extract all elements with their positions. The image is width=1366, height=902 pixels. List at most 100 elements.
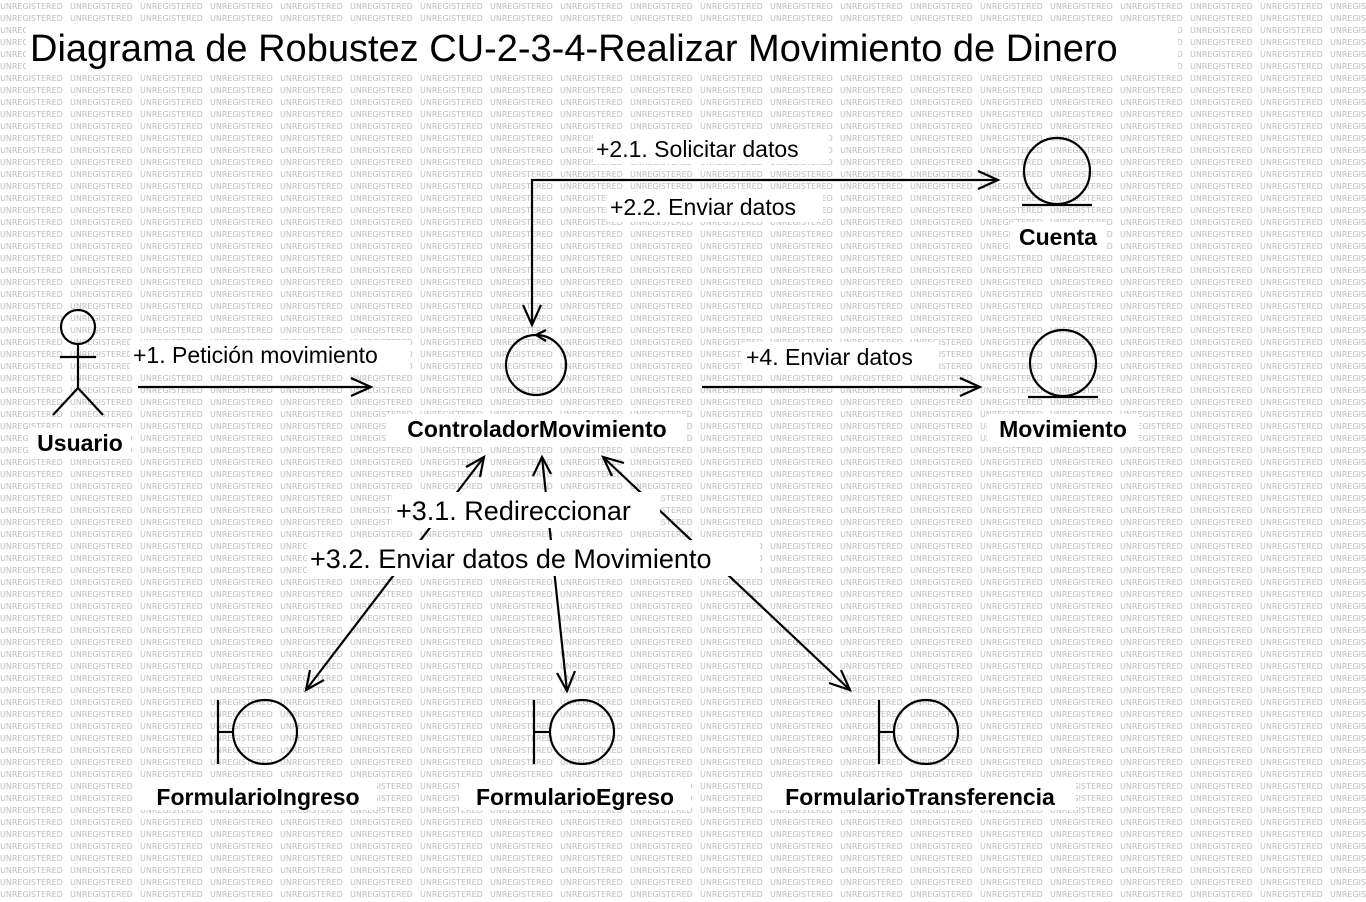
watermark-text: UNREGISTERED xyxy=(700,518,763,527)
watermark-text: UNREGISTERED xyxy=(420,722,483,731)
watermark-text: UNREGISTERED xyxy=(700,866,763,875)
watermark-text: UNREGISTERED xyxy=(770,542,833,551)
watermark-text: UNREGISTERED xyxy=(70,746,133,755)
watermark-text: UNREGISTERED xyxy=(490,2,553,11)
watermark-text: UNREGISTERED xyxy=(1330,602,1366,611)
watermark-text: UNREGISTERED xyxy=(980,830,1043,839)
watermark-text: UNREGISTERED xyxy=(910,674,973,683)
watermark-text: UNREGISTERED xyxy=(70,194,133,203)
watermark-text: UNREGISTERED xyxy=(1260,830,1323,839)
watermark-text: UNREGISTERED xyxy=(490,110,553,119)
watermark-text: UNREGISTERED xyxy=(280,722,343,731)
watermark-text: UNREGISTERED xyxy=(1190,362,1253,371)
watermark-text: UNREGISTERED xyxy=(70,134,133,143)
watermark-text: UNREGISTERED xyxy=(1120,314,1183,323)
watermark-text: UNREGISTERED xyxy=(420,662,483,671)
watermark-text: UNREGISTERED xyxy=(280,698,343,707)
watermark-text: UNREGISTERED xyxy=(1120,398,1183,407)
watermark-text: UNREGISTERED xyxy=(980,326,1043,335)
watermark-text: UNREGISTERED xyxy=(0,614,63,623)
watermark-text: UNREGISTERED xyxy=(560,818,623,827)
watermark-text: UNREGISTERED xyxy=(140,854,203,863)
boundary-formulariotransferencia[interactable]: FormularioTransferencia xyxy=(764,698,1076,810)
watermark-text: UNREGISTERED xyxy=(140,734,203,743)
watermark-text: UNREGISTERED xyxy=(1260,518,1323,527)
watermark-text: UNREGISTERED xyxy=(490,710,553,719)
watermark-text: UNREGISTERED xyxy=(630,806,693,815)
entity-movimiento[interactable]: Movimiento xyxy=(987,328,1139,442)
watermark-text: UNREGISTERED xyxy=(1120,602,1183,611)
watermark-text: UNREGISTERED xyxy=(1120,650,1183,659)
watermark-text: UNREGISTERED xyxy=(140,650,203,659)
watermark-text: UNREGISTERED xyxy=(0,242,63,251)
watermark-text: UNREGISTERED xyxy=(420,218,483,227)
watermark-text: UNREGISTERED xyxy=(0,338,63,347)
watermark-text: UNREGISTERED xyxy=(0,386,63,395)
watermark-text: UNREGISTERED xyxy=(1050,314,1113,323)
watermark-text: UNREGISTERED xyxy=(700,650,763,659)
watermark-text: UNREGISTERED xyxy=(210,494,273,503)
watermark-text: UNREGISTERED xyxy=(1260,230,1323,239)
watermark-text: UNREGISTERED xyxy=(910,842,973,851)
watermark-text: UNREGISTERED xyxy=(0,578,63,587)
watermark-text: UNREGISTERED xyxy=(840,542,903,551)
watermark-text: UNREGISTERED xyxy=(770,602,833,611)
watermark-text: UNREGISTERED xyxy=(1330,878,1366,887)
watermark-text: UNREGISTERED xyxy=(70,182,133,191)
watermark-text: UNREGISTERED xyxy=(210,734,273,743)
watermark-text: UNREGISTERED xyxy=(0,410,63,419)
watermark-text: UNREGISTERED xyxy=(70,578,133,587)
boundary-formularioingreso[interactable]: FormularioIngreso xyxy=(139,698,377,810)
watermark-text: UNREGISTERED xyxy=(1050,590,1113,599)
watermark-text: UNREGISTERED xyxy=(1050,326,1113,335)
watermark-text: UNREGISTERED xyxy=(210,818,273,827)
watermark-text: UNREGISTERED xyxy=(1120,542,1183,551)
watermark-text: UNREGISTERED xyxy=(70,602,133,611)
watermark-text: UNREGISTERED xyxy=(560,590,623,599)
watermark-text: UNREGISTERED xyxy=(350,854,413,863)
watermark-text: UNREGISTERED xyxy=(1120,146,1183,155)
boundary-formularioegreso[interactable]: FormularioEgreso xyxy=(459,698,691,810)
watermark-text: UNREGISTERED xyxy=(210,854,273,863)
watermark-text: UNREGISTERED xyxy=(910,806,973,815)
watermark-text: UNREGISTERED xyxy=(70,650,133,659)
watermark-text: UNREGISTERED xyxy=(1260,278,1323,287)
watermark-text: UNREGISTERED xyxy=(140,842,203,851)
watermark-text: UNREGISTERED xyxy=(0,806,63,815)
watermark-text: UNREGISTERED xyxy=(980,734,1043,743)
message-3-1-label: +3.1. Redireccionar xyxy=(396,496,631,526)
watermark-text: UNREGISTERED xyxy=(490,470,553,479)
watermark-text: UNREGISTERED xyxy=(770,254,833,263)
watermark-text: UNREGISTERED xyxy=(1120,614,1183,623)
watermark-text: UNREGISTERED xyxy=(980,362,1043,371)
watermark-text: UNREGISTERED xyxy=(490,602,553,611)
watermark-text: UNREGISTERED xyxy=(840,74,903,83)
watermark-text: UNREGISTERED xyxy=(1190,350,1253,359)
watermark-text: UNREGISTERED xyxy=(630,830,693,839)
watermark-text: UNREGISTERED xyxy=(140,614,203,623)
watermark-text: UNREGISTERED xyxy=(210,590,273,599)
watermark-text: UNREGISTERED xyxy=(70,386,133,395)
watermark-text: UNREGISTERED xyxy=(280,206,343,215)
watermark-text: UNREGISTERED xyxy=(1260,122,1323,131)
watermark-text: UNREGISTERED xyxy=(1190,182,1253,191)
connector-usuario-controlador xyxy=(138,376,374,398)
watermark-text: UNREGISTERED xyxy=(0,866,63,875)
watermark-text: UNREGISTERED xyxy=(980,854,1043,863)
watermark-text: UNREGISTERED xyxy=(980,338,1043,347)
watermark-text: UNREGISTERED xyxy=(210,158,273,167)
entity-cuenta[interactable]: Cuenta xyxy=(1010,136,1106,250)
watermark-text: UNREGISTERED xyxy=(280,170,343,179)
watermark-text: UNREGISTERED xyxy=(910,746,973,755)
watermark-text: UNREGISTERED xyxy=(910,86,973,95)
watermark-text: UNREGISTERED xyxy=(560,878,623,887)
actor-usuario[interactable]: Usuario xyxy=(29,308,131,456)
watermark-text: UNREGISTERED xyxy=(1330,578,1366,587)
watermark-text: UNREGISTERED xyxy=(140,530,203,539)
watermark-text: UNREGISTERED xyxy=(70,530,133,539)
watermark-text: UNREGISTERED xyxy=(280,878,343,887)
control-controladormovimiento[interactable]: ControladorMovimiento xyxy=(387,329,687,442)
watermark-text: UNREGISTERED xyxy=(1330,530,1366,539)
watermark-text: UNREGISTERED xyxy=(980,86,1043,95)
watermark-text: UNREGISTERED xyxy=(770,854,833,863)
